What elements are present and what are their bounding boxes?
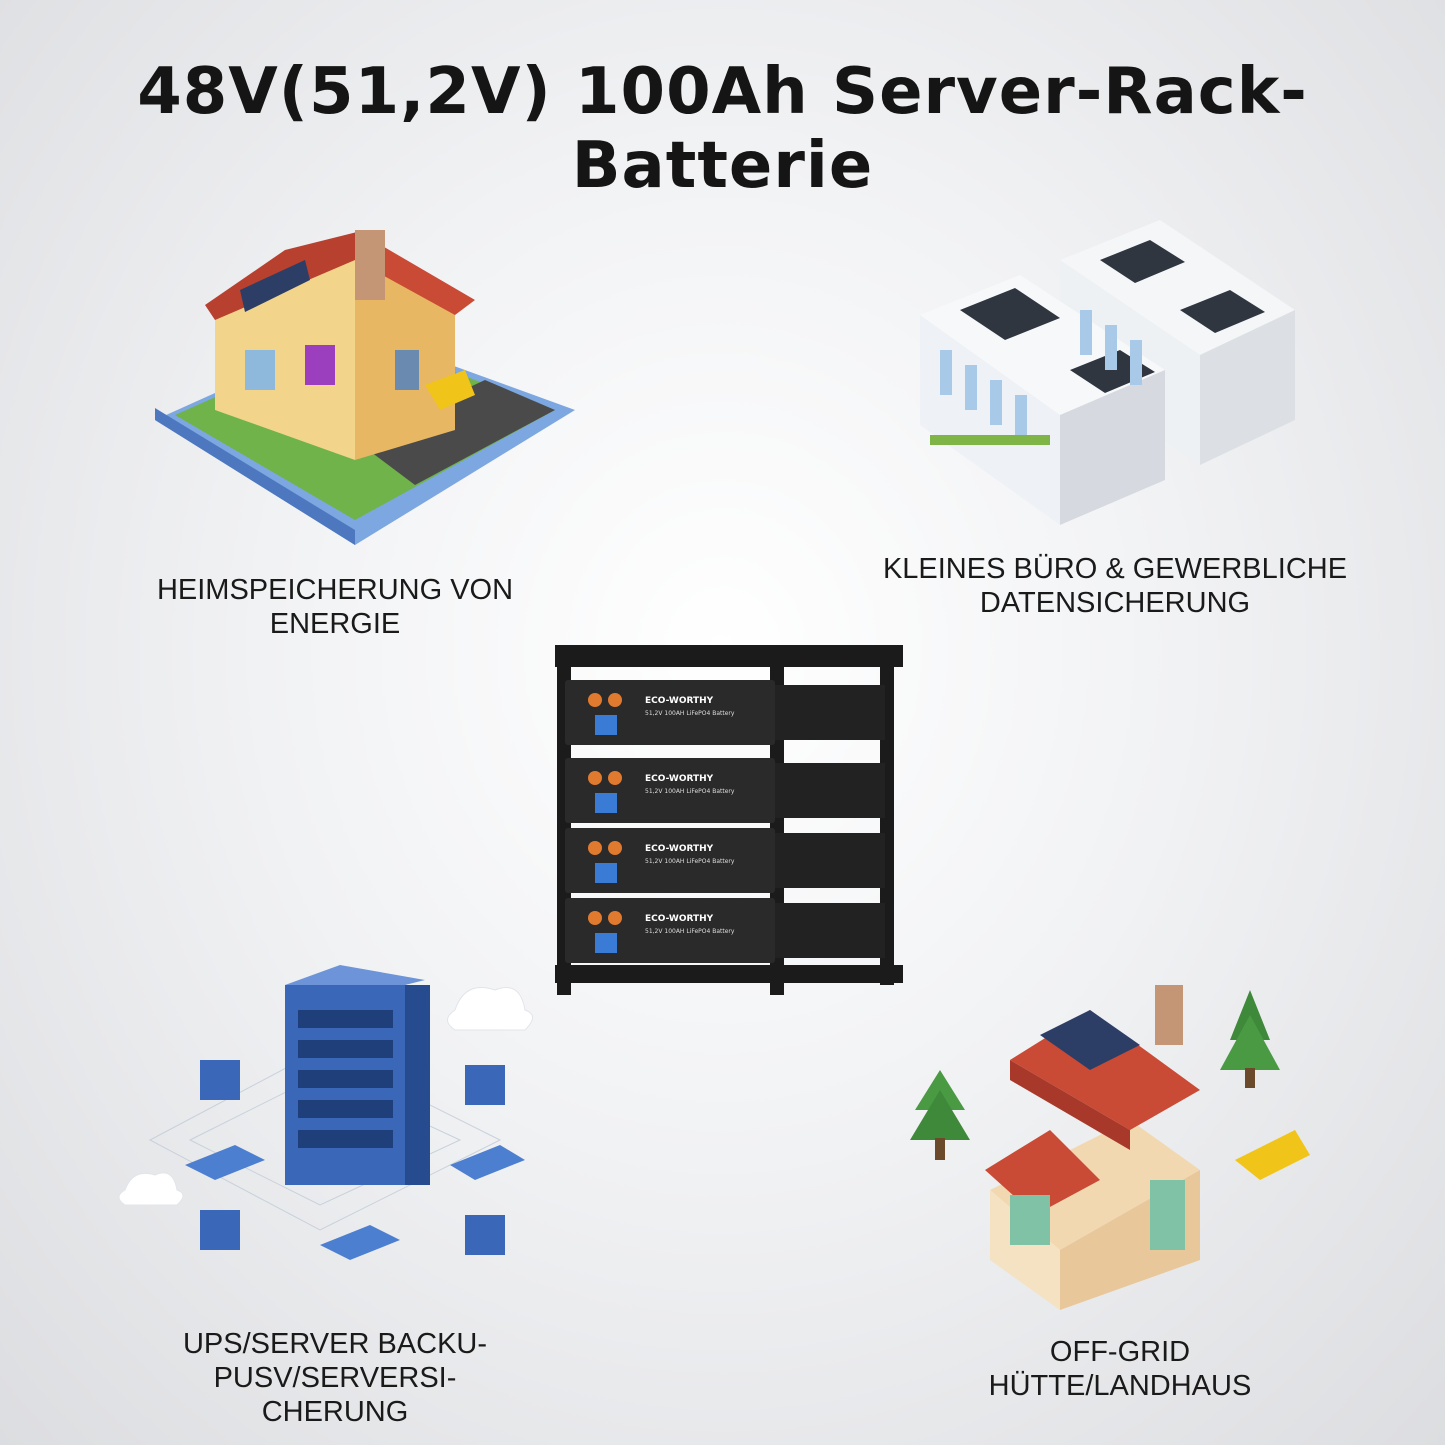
battery-module-1: ECO-WORTHY 51,2V 100AH LiFePO4 Battery bbox=[565, 680, 885, 745]
battery-module-2: ECO-WORTHY 51,2V 100AH LiFePO4 Battery bbox=[565, 758, 885, 823]
battery-brand-label: ECO-WORTHY bbox=[645, 844, 714, 854]
house-illustration bbox=[155, 230, 575, 545]
battery-brand-label: ECO-WORTHY bbox=[645, 774, 714, 784]
caption-offgrid: OFF-GRID HÜTTE/LANDHAUS bbox=[900, 1335, 1340, 1403]
caption-home-line1: HEIMSPEICHERUNG VON bbox=[156, 574, 514, 606]
battery-brand-label: ECO-WORTHY bbox=[645, 914, 714, 924]
server-illustration bbox=[118, 965, 533, 1260]
battery-model-label: 51,2V 100AH LiFePO4 Battery bbox=[645, 788, 735, 795]
battery-module-4: ECO-WORTHY 51,2V 100AH LiFePO4 Battery bbox=[565, 898, 885, 963]
caption-office-line1: KLEINES BÜRO & GEWERBLICHE bbox=[882, 553, 1348, 585]
offgrid-house-illustration bbox=[910, 985, 1310, 1310]
caption-home-line2: ENERGIE bbox=[269, 608, 401, 640]
caption-office: KLEINES BÜRO & GEWERBLICHE DATENSICHERUN… bbox=[855, 552, 1375, 620]
caption-offgrid-line1: OFF-GRID bbox=[1049, 1336, 1191, 1368]
caption-ups-line1: UPS/SERVER BACKU- bbox=[182, 1328, 488, 1360]
caption-ups: UPS/SERVER BACKU- PUSV/SERVERSI- CHERUNG bbox=[120, 1327, 550, 1429]
office-buildings-illustration bbox=[920, 220, 1295, 525]
battery-model-label: 51,2V 100AH LiFePO4 Battery bbox=[645, 858, 735, 865]
caption-office-line2: DATENSICHERUNG bbox=[979, 587, 1251, 619]
caption-ups-line2: PUSV/SERVERSI- bbox=[213, 1362, 457, 1394]
battery-rack-illustration: ECO-WORTHY 51,2V 100AH LiFePO4 Battery E… bbox=[555, 645, 903, 995]
battery-brand-label: ECO-WORTHY bbox=[645, 696, 714, 706]
battery-model-label: 51,2V 100AH LiFePO4 Battery bbox=[645, 928, 735, 935]
page-title: 48V(51,2V) 100Ah Server-Rack-Batterie bbox=[137, 55, 1308, 203]
battery-module-3: ECO-WORTHY 51,2V 100AH LiFePO4 Battery bbox=[565, 828, 885, 893]
battery-model-label: 51,2V 100AH LiFePO4 Battery bbox=[645, 710, 735, 717]
caption-home: HEIMSPEICHERUNG VON ENERGIE bbox=[120, 573, 550, 641]
caption-ups-line3: CHERUNG bbox=[261, 1396, 409, 1428]
caption-offgrid-line2: HÜTTE/LANDHAUS bbox=[988, 1370, 1252, 1402]
